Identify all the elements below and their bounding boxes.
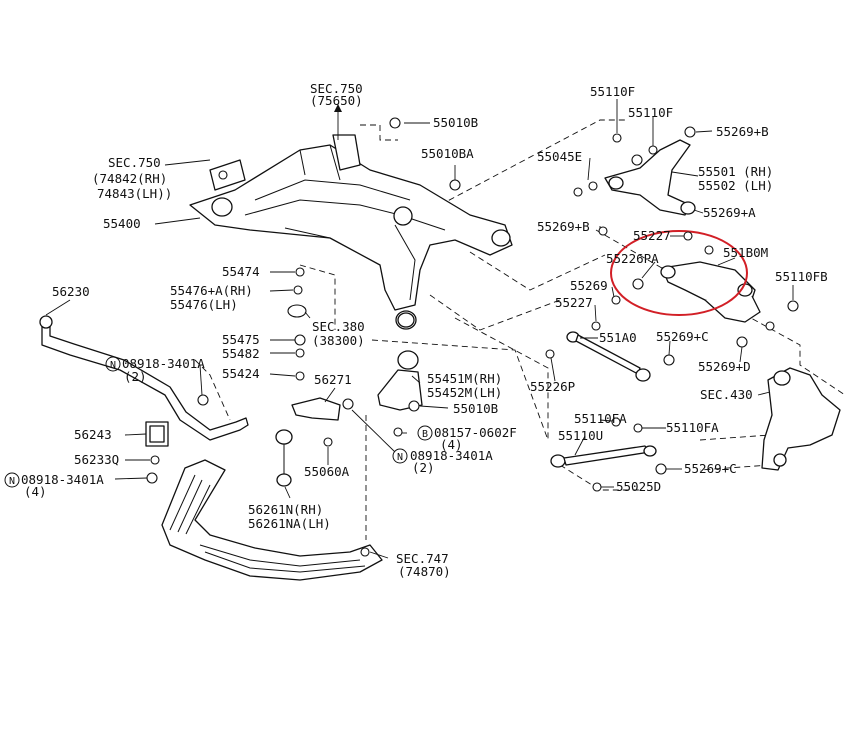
label-55025d: 55025D bbox=[616, 479, 661, 494]
label-55451m: 55451M(RH) bbox=[427, 371, 502, 386]
label-55226pa: 55226PA bbox=[606, 251, 659, 266]
label-55010b-top: 55010B bbox=[433, 115, 478, 130]
label-sec430: SEC.430 bbox=[700, 387, 753, 402]
lower-link-551b0m bbox=[660, 261, 761, 323]
label-55400: 55400 bbox=[103, 216, 141, 231]
label-551b0m: 551B0M bbox=[723, 245, 768, 260]
circled-prefixes: N N N B bbox=[4, 356, 433, 488]
label-55452m: 55452M(LH) bbox=[427, 385, 502, 400]
label-55269-mid: 55269 bbox=[570, 278, 608, 293]
member-mount-bracket bbox=[377, 312, 423, 411]
part-labels: SEC.750 (75650) 55010B SEC.750 (74842(RH… bbox=[21, 81, 828, 579]
label-55110fb: 55110FB bbox=[775, 269, 828, 284]
label-74842: (74842(RH) bbox=[92, 171, 167, 186]
label-55475: 55475 bbox=[222, 332, 260, 347]
label-55269d: 55269+D bbox=[698, 359, 751, 374]
highlight-circle bbox=[610, 230, 748, 316]
label-sec747-sub: (74870) bbox=[398, 564, 451, 579]
label-55474: 55474 bbox=[222, 264, 260, 279]
label-55269b-mid: 55269+B bbox=[537, 219, 590, 234]
label-55110fa-b: 55110FA bbox=[666, 420, 719, 435]
label-08157-qty: (4) bbox=[440, 437, 463, 452]
lateral-rod-551a0 bbox=[566, 331, 651, 382]
label-56233q: 56233Q bbox=[74, 452, 119, 467]
label-sec750-top-sub: (75650) bbox=[310, 93, 363, 108]
upper-link bbox=[604, 139, 696, 216]
label-55010b-mid: 55010B bbox=[453, 401, 498, 416]
label-08918-3: 08918-3401A bbox=[410, 448, 493, 463]
label-55502: 55502 (LH) bbox=[698, 178, 773, 193]
label-55010ba: 55010BA bbox=[421, 146, 474, 161]
label-08918-3-qty: (2) bbox=[412, 460, 435, 475]
label-55227-top: 55227 bbox=[633, 228, 671, 243]
label-sec380: SEC.380 bbox=[312, 319, 365, 334]
label-55269b-top: 55269+B bbox=[716, 124, 769, 139]
label-55424: 55424 bbox=[222, 366, 260, 381]
label-sec750-left: SEC.750 bbox=[108, 155, 161, 170]
label-55227-mid: 55227 bbox=[555, 295, 593, 310]
heat-insulator bbox=[161, 459, 383, 581]
circle-n-marker-1: N bbox=[110, 360, 116, 371]
label-08918-1: 08918-3401A bbox=[122, 356, 205, 371]
lower-rod-55110u bbox=[550, 445, 657, 468]
rear-suspension-member bbox=[189, 134, 513, 330]
label-55110f-a: 55110F bbox=[590, 84, 635, 99]
label-55060a: 55060A bbox=[304, 464, 350, 479]
label-55226p: 55226P bbox=[530, 379, 575, 394]
stabilizer-connecting-rod bbox=[275, 397, 341, 487]
label-55476a: 55476+A(RH) bbox=[170, 283, 253, 298]
label-sec380-sub: (38300) bbox=[312, 333, 365, 348]
label-74843: 74843(LH)) bbox=[97, 186, 172, 201]
dashed-reference-lines bbox=[194, 119, 846, 540]
label-55269c-mid: 55269+C bbox=[656, 329, 709, 344]
label-55476: 55476(LH) bbox=[170, 297, 238, 312]
label-56230: 56230 bbox=[52, 284, 90, 299]
label-56243: 56243 bbox=[74, 427, 112, 442]
label-55110fa-a: 55110FA bbox=[574, 411, 627, 426]
label-55269c-low: 55269+C bbox=[684, 461, 737, 476]
label-55482: 55482 bbox=[222, 346, 260, 361]
label-sec750-top: SEC.750 bbox=[310, 81, 363, 96]
axle-housing bbox=[761, 367, 841, 471]
label-08157: 08157-0602F bbox=[434, 425, 517, 440]
label-08918-2: 08918-3401A bbox=[21, 472, 104, 487]
stabilizer-bar bbox=[39, 315, 249, 447]
label-55045e: 55045E bbox=[537, 149, 582, 164]
label-56261na: 56261NA(LH) bbox=[248, 516, 331, 531]
label-55110u: 55110U bbox=[558, 428, 603, 443]
circle-n-marker-3: N bbox=[397, 452, 403, 463]
label-56271: 56271 bbox=[314, 372, 352, 387]
label-08918-1-qty: (2) bbox=[124, 369, 147, 384]
label-56261n: 56261N(RH) bbox=[248, 502, 323, 517]
label-55501: 55501 (RH) bbox=[698, 164, 773, 179]
label-55269a: 55269+A bbox=[703, 205, 756, 220]
label-sec747: SEC.747 bbox=[396, 551, 449, 566]
label-08918-2-qty: (4) bbox=[24, 484, 47, 499]
label-551a0: 551A0 bbox=[599, 330, 637, 345]
direction-arrows bbox=[334, 104, 342, 140]
circle-n-marker-2: N bbox=[9, 476, 15, 487]
label-55110f-b: 55110F bbox=[628, 105, 673, 120]
leader-lines bbox=[45, 99, 794, 559]
circle-b-marker: B bbox=[422, 429, 428, 440]
